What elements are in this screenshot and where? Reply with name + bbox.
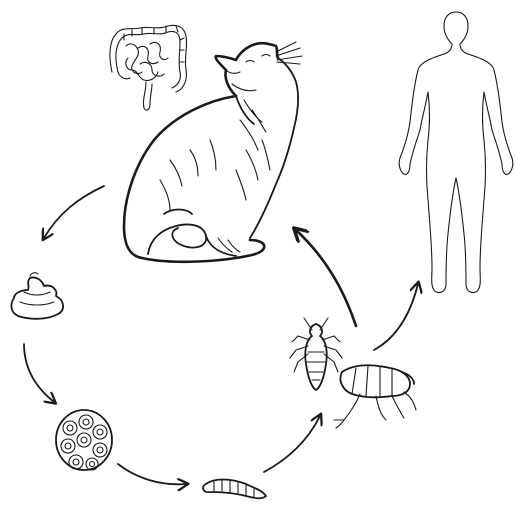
flea-icon [334, 365, 416, 428]
arrow-feces-to-eggs [24, 344, 54, 402]
arrow-cat-to-feces [44, 186, 104, 238]
arrow-adults-to-human [374, 284, 418, 350]
arrow-larva-to-adults [264, 416, 320, 472]
human-silhouette-icon [399, 12, 513, 293]
arrow-eggs-to-larva [118, 464, 186, 484]
egg-packet-icon [56, 410, 112, 470]
intestine-icon [110, 25, 187, 110]
feces-icon [11, 273, 63, 319]
cat-icon [124, 42, 302, 262]
arrow-adults-to-cat [296, 230, 356, 326]
larva-icon [203, 480, 266, 499]
louse-icon [290, 318, 342, 390]
